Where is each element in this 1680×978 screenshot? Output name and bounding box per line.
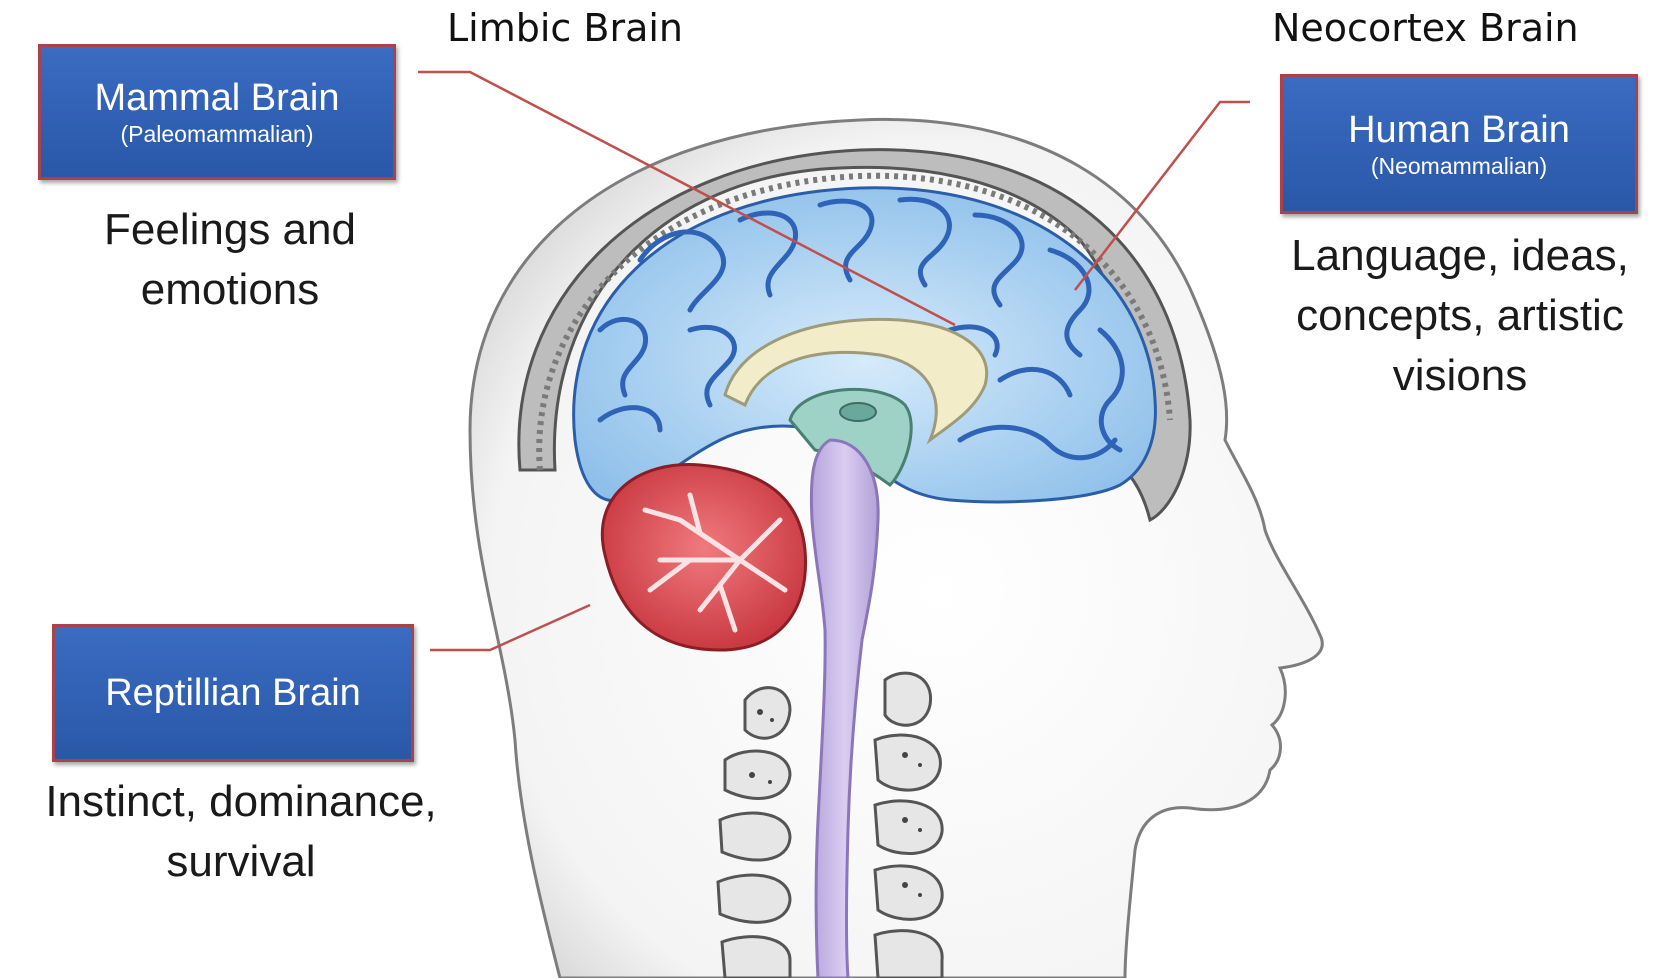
reptilian-description-line: Instinct, dominance,: [6, 772, 476, 832]
mammal-brain-title: Mammal Brain: [95, 76, 340, 120]
mammal-description-line: emotions: [30, 260, 430, 320]
human-description-line: Language, ideas,: [1250, 226, 1670, 286]
human-brain-description: Language, ideas, concepts, artistic visi…: [1250, 226, 1670, 406]
limbic-brain-label: Limbic Brain: [447, 6, 683, 50]
reptilian-brain-box: Reptillian Brain: [52, 624, 414, 762]
mammal-brain-description: Feelings and emotions: [30, 200, 430, 320]
human-brain-subtitle: (Neomammalian): [1371, 152, 1547, 180]
mammal-brain-subtitle: (Paleomammalian): [120, 120, 313, 148]
mammal-brain-box: Mammal Brain (Paleomammalian): [38, 44, 396, 180]
neocortex-brain-label: Neocortex Brain: [1272, 6, 1579, 50]
mammal-description-line: Feelings and: [30, 200, 430, 260]
human-description-line: visions: [1250, 346, 1670, 406]
reptilian-brain-title: Reptillian Brain: [105, 671, 361, 715]
human-brain-box: Human Brain (Neomammalian): [1280, 74, 1638, 214]
human-description-line: concepts, artistic: [1250, 286, 1670, 346]
reptilian-description-line: survival: [6, 832, 476, 892]
human-brain-title: Human Brain: [1348, 108, 1570, 152]
reptilian-brain-description: Instinct, dominance, survival: [6, 772, 476, 892]
